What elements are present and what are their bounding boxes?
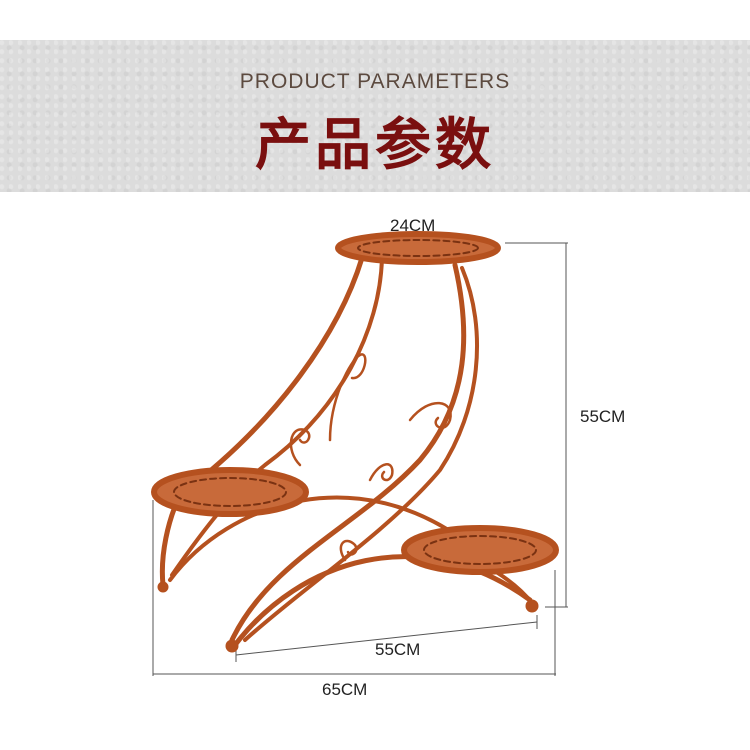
top-tray-diameter-label: 24CM <box>390 216 436 235</box>
rear-arc-left <box>159 255 365 588</box>
left-tray-inner <box>173 477 287 507</box>
scroll-decoration-base <box>339 539 358 562</box>
scroll-decoration-left <box>289 428 311 467</box>
base-diagonal-label: 55CM <box>375 640 421 659</box>
plant-stand <box>151 231 559 653</box>
scroll-decoration-right <box>408 401 452 430</box>
scroll-decoration-top <box>328 353 367 442</box>
top-tray <box>335 231 501 265</box>
right-tray-inner <box>423 535 537 565</box>
height-label: 55CM <box>580 407 626 426</box>
right-tray <box>401 525 559 575</box>
diagonal-dimension-line <box>235 621 538 656</box>
header-subtitle: PRODUCT PARAMETERS <box>239 70 511 93</box>
header-title: 产品参数 <box>255 113 495 176</box>
dimension-lines <box>152 242 568 676</box>
foot-left <box>157 581 169 593</box>
top-tray-inner <box>357 239 479 257</box>
front-arc-outer <box>229 262 467 643</box>
scroll-decoration-center <box>368 463 394 482</box>
foot-front <box>225 639 239 653</box>
front-arc-inner <box>243 266 480 642</box>
rear-arc-inner <box>170 256 384 577</box>
left-tray <box>151 467 309 517</box>
foot-right <box>525 599 539 613</box>
overall-width-label: 65CM <box>322 680 368 699</box>
header-banner <box>0 40 750 192</box>
